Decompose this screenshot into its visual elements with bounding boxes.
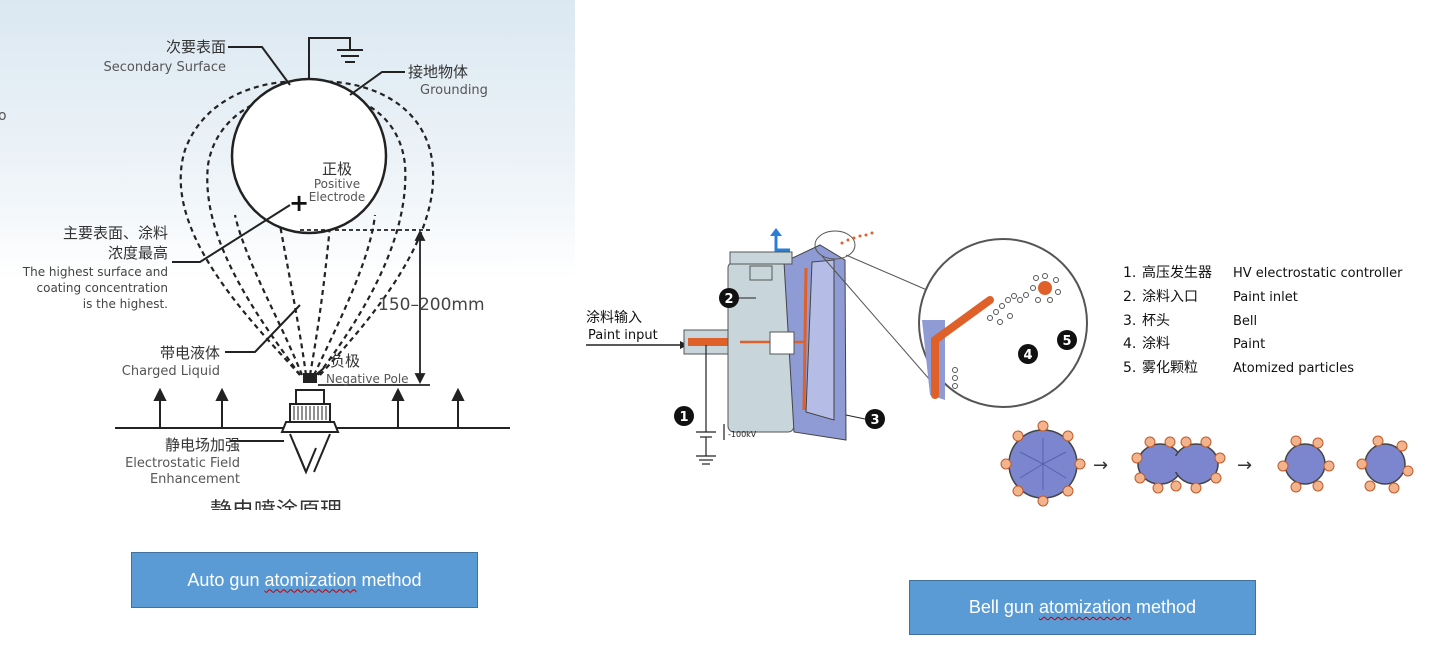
zoom-source-circle [814, 230, 856, 260]
auto-caption-word: atomization [264, 569, 357, 590]
main-surface-en3: is the highest. [83, 297, 168, 311]
droplet-small-1 [1277, 435, 1335, 493]
paint-input-en: Paint input [588, 328, 658, 343]
air-arrow-head [770, 228, 782, 236]
field-enhancement-en1: Electrostatic Field [125, 456, 240, 471]
legend-1-num: 1. [1123, 265, 1136, 281]
auto-gun-svg: o + 正极 Positive Electrode 15 [0, 0, 575, 524]
main-surface-en2: coating concentration [37, 281, 168, 295]
cut-off-title: 静电喷涂原理 [210, 499, 342, 510]
atomized-particle [1038, 281, 1052, 295]
zoom-paint-film [931, 296, 994, 399]
secondary-surface-en: Secondary Surface [103, 60, 226, 75]
droplet-small-2 [1356, 435, 1414, 494]
svg-text:5: 5 [1062, 334, 1071, 349]
field-enhancement-zh: 静电场加强 [165, 436, 240, 454]
particle-ions [1030, 273, 1061, 303]
legend-4-zh: 涂料 [1142, 336, 1170, 352]
voltage-label: -100kV [728, 430, 757, 439]
negative-pole-zh: 负极 [330, 352, 360, 370]
legend-3-en: Bell [1233, 314, 1257, 329]
zoom-line-bottom [821, 255, 931, 381]
legend-5-en: Atomized particles [1233, 361, 1354, 376]
legend-4-en: Paint [1233, 337, 1265, 352]
droplet-large [1000, 420, 1086, 507]
legend: 1. 高压发生器 HV electrostatic controller 2. … [1123, 264, 1403, 376]
legend-1-zh: 高压发生器 [1142, 264, 1212, 281]
bell-gun-diagram: 涂料输入 Paint input 1 [575, 0, 1432, 510]
bell-body [683, 244, 847, 441]
legend-1-en: HV electrostatic controller [1233, 266, 1403, 281]
edge-mark: o [0, 108, 7, 124]
legend-3-zh: 杯头 [1142, 313, 1170, 329]
charged-liquid-en: Charged Liquid [122, 364, 220, 379]
marker-1: 1 [674, 406, 694, 426]
grounding-en: Grounding [420, 83, 488, 98]
main-surface-en1: The highest surface and [22, 265, 168, 279]
secondary-surface-zh: 次要表面 [166, 38, 226, 56]
legend-2-en: Paint inlet [1233, 290, 1298, 305]
bell-gun-caption: Bell gun atomization method [909, 580, 1256, 635]
main-surface-zh2: 浓度最高 [108, 244, 168, 262]
paint-input-zh: 涂料输入 [586, 310, 642, 326]
positive-label-en2: Electrode [309, 190, 366, 204]
marker-5: 5 [1057, 330, 1077, 350]
legend-4-num: 4. [1123, 336, 1136, 352]
legend-2-num: 2. [1123, 289, 1136, 305]
field-enhancement-en2: Enhancement [150, 472, 240, 487]
air-arrow [774, 232, 790, 252]
droplet-splitting [1131, 436, 1226, 494]
marker-leaders [739, 297, 866, 420]
svg-text:4: 4 [1023, 348, 1032, 363]
hv-circuit [696, 345, 725, 465]
background-fade [0, 0, 575, 510]
marker-3: 3 [865, 409, 885, 429]
auto-gun-diagram: o + 正极 Positive Electrode 15 [0, 0, 575, 524]
bell-caption-pre: Bell gun [968, 597, 1039, 617]
distance-label: 150–200mm [378, 295, 485, 315]
plus-sign: + [289, 189, 309, 217]
grounding-zh: 接地物体 [408, 63, 468, 81]
bell-caption-word: atomization [1038, 597, 1132, 617]
marker-4: 4 [1018, 344, 1038, 364]
bell-gun-svg: 涂料输入 Paint input 1 [586, 228, 1414, 507]
negative-pole-en: Negative Pole [326, 372, 409, 386]
svg-text:1: 1 [679, 410, 688, 425]
auto-caption-pre: Auto gun [187, 569, 265, 590]
zoom-particles [952, 292, 1029, 389]
svg-text:3: 3 [870, 413, 879, 428]
charged-liquid-zh: 带电液体 [160, 344, 220, 362]
distance-dimension [300, 229, 430, 386]
marker-2: 2 [719, 288, 739, 308]
positive-electrode-circle [230, 77, 388, 235]
sequence-arrow-1: → [1093, 455, 1108, 476]
legend-5-num: 5. [1123, 360, 1136, 376]
legend-5-zh: 雾化颗粒 [1142, 360, 1198, 376]
auto-caption-post: method [356, 569, 422, 590]
leader-lines [172, 46, 405, 442]
legend-2-zh: 涂料入口 [1142, 289, 1198, 305]
svg-text:2: 2 [724, 292, 733, 307]
bell-caption-post: method [1131, 597, 1197, 617]
positive-label-zh: 正极 [322, 160, 352, 178]
ground-symbol [308, 37, 363, 86]
main-surface-zh1: 主要表面、涂料 [63, 224, 168, 242]
sequence-arrow-2: → [1237, 455, 1252, 476]
positive-label-en1: Positive [314, 177, 360, 191]
spray-gun-nozzle [280, 373, 340, 475]
legend-3-num: 3. [1123, 313, 1136, 329]
auto-gun-caption: Auto gun atomization method [131, 552, 478, 608]
spray-dots [840, 231, 874, 245]
